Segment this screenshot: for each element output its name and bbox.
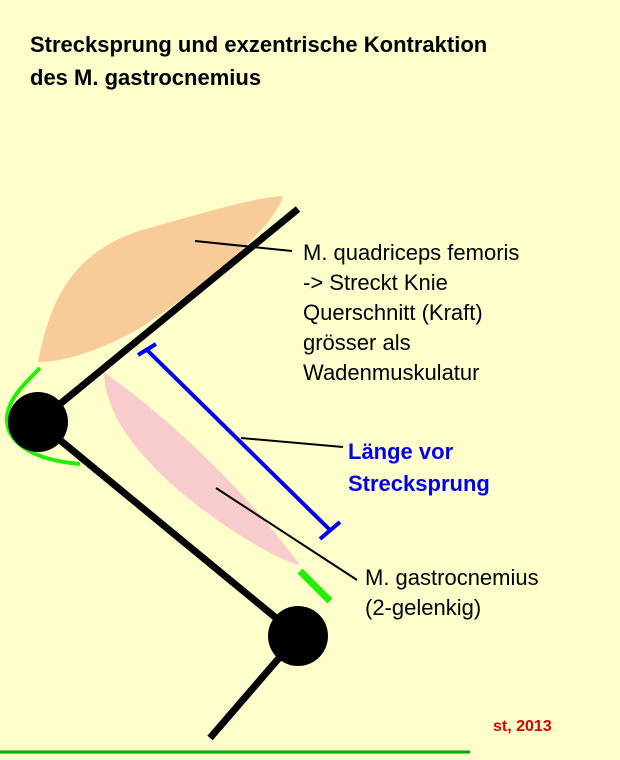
achilles-tendon <box>297 568 333 604</box>
gastrocnemius-label-line: M. gastrocnemius <box>365 565 539 590</box>
quadriceps-label-line: Querschnitt (Kraft) <box>303 300 483 325</box>
gastrocnemius-muscle <box>104 372 300 565</box>
gastrocnemius-label: M. gastrocnemius (2-gelenkig) <box>365 563 539 623</box>
length-label-line: Strecksprung <box>348 471 490 496</box>
credit-text: st, 2013 <box>493 718 552 735</box>
ankle-joint <box>268 606 328 666</box>
quadriceps-label-line: Wadenmuskulatur <box>303 360 480 385</box>
femur <box>35 206 301 425</box>
quadriceps-label: M. quadriceps femoris -> Streckt Knie Qu… <box>303 238 519 388</box>
quadriceps-label-line: grösser als <box>303 330 411 355</box>
knee-joint <box>8 392 68 452</box>
knee-tendon <box>4 366 81 466</box>
gastrocnemius-pointer <box>215 487 358 581</box>
gastrocnemius-label-line: (2-gelenkig) <box>365 595 482 620</box>
length-pointer <box>240 437 344 448</box>
quadriceps-label-line: M. quadriceps femoris <box>303 240 520 265</box>
tibia <box>35 419 301 639</box>
quadriceps-pointer <box>194 240 293 252</box>
title-line-1: Strecksprung und exzentrische Kontraktio… <box>30 32 488 57</box>
length-label: Länge vor Strecksprung <box>348 436 490 500</box>
quadriceps-label-line: -> Streckt Knie <box>303 270 448 295</box>
diagram-title: Strecksprung und exzentrische Kontraktio… <box>30 28 487 94</box>
quadriceps-muscle <box>38 196 283 362</box>
length-label-line: Länge vor <box>348 439 454 464</box>
length-marker <box>136 342 342 541</box>
title-line-2: des M. gastrocnemius <box>30 65 262 90</box>
